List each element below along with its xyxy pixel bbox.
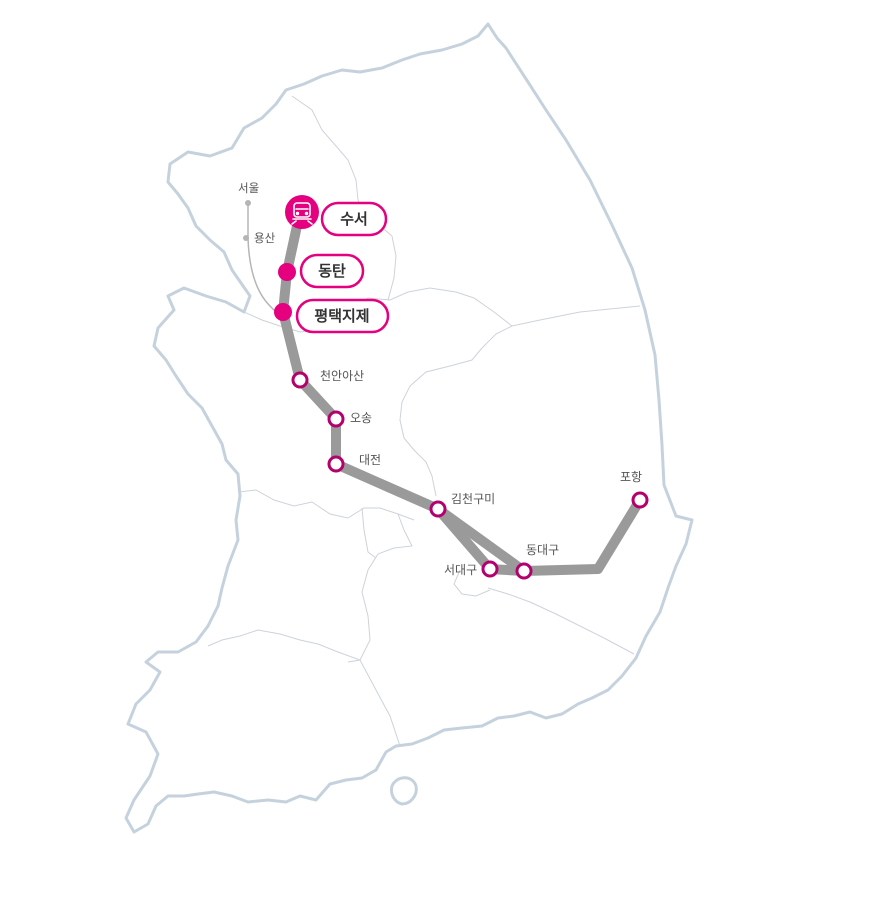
- ulleung-island-outline: [390, 776, 418, 806]
- station-cheonan-asan[interactable]: 천안아산: [291, 368, 364, 389]
- suseo-label: 수서: [340, 210, 368, 228]
- seodaegu-marker: [481, 560, 499, 578]
- dongdaegu-marker: [515, 562, 533, 580]
- station-osong[interactable]: 오송: [327, 410, 372, 428]
- station-dongtan[interactable]: 동탄: [278, 253, 365, 289]
- dongtan-marker: [278, 263, 296, 281]
- station-seodaegu[interactable]: 서대구: [444, 560, 499, 578]
- daejeon-label: 대전: [359, 453, 381, 467]
- suseo-pill: [320, 201, 388, 237]
- train-icon: [291, 202, 313, 225]
- station-pyeongtaek-jije[interactable]: 평택지제: [274, 298, 390, 334]
- dongtan-label: 동탄: [318, 262, 346, 280]
- suseo-marker: [285, 195, 319, 229]
- gimcheon-label: 김천구미: [451, 491, 495, 506]
- yongsan-label: 용산: [254, 231, 276, 245]
- station-gimcheon-gumi[interactable]: 김천구미: [429, 491, 495, 518]
- pohang-label: 포항: [620, 470, 642, 484]
- pyeongtaek-pill: [295, 298, 390, 334]
- pohang-marker: [631, 491, 649, 509]
- province-borders: [207, 95, 641, 747]
- cheonan-label: 천안아산: [320, 368, 364, 383]
- cheonan-marker: [291, 371, 309, 389]
- station-suseo[interactable]: 수서: [285, 195, 388, 237]
- station-daejeon[interactable]: 대전: [327, 453, 381, 473]
- seoul-dot: [245, 200, 251, 206]
- pyeongtaek-label: 평택지제: [314, 307, 369, 325]
- dongdaegu-label: 동대구: [526, 543, 559, 557]
- pyeongtaek-marker: [274, 303, 292, 321]
- daejeon-marker: [327, 455, 345, 473]
- dongtan-pill: [299, 253, 365, 289]
- station-dongdaegu[interactable]: 동대구: [515, 543, 559, 580]
- yongsan-dot: [243, 235, 249, 241]
- gimcheon-marker: [429, 500, 447, 518]
- osong-marker: [327, 410, 345, 428]
- korea-outline: [124, 22, 694, 834]
- seodaegu-label: 서대구: [444, 563, 477, 577]
- osong-label: 오송: [350, 411, 372, 425]
- main-route-line: [278, 207, 645, 576]
- seoul-label: 서울: [238, 181, 259, 195]
- station-pohang[interactable]: 포항: [620, 470, 649, 509]
